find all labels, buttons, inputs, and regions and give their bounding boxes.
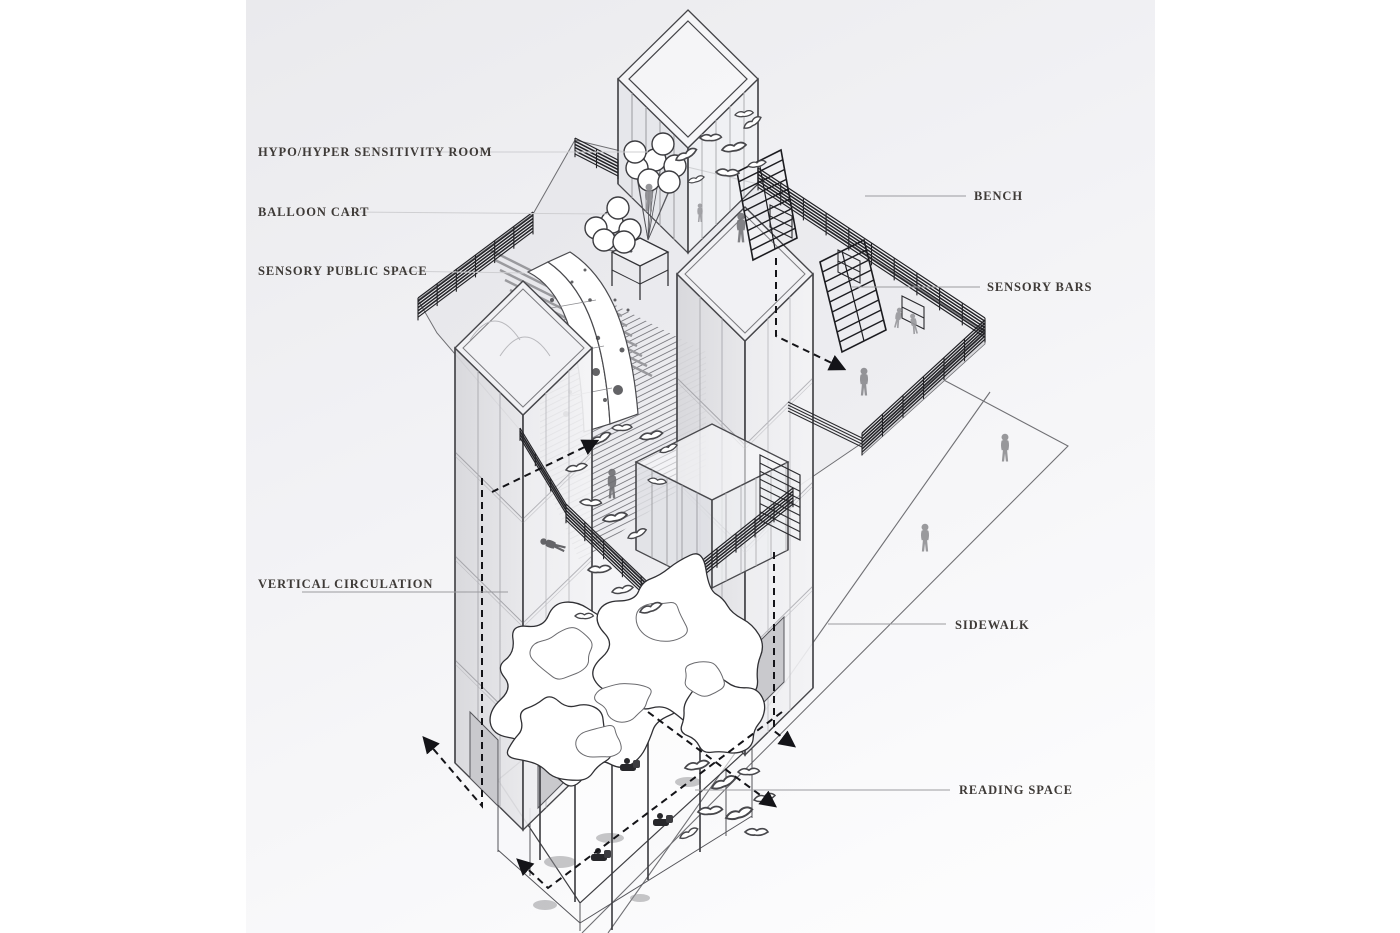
railings [417,137,986,614]
sensory-bars-structures [736,148,925,354]
label-balloon-cart: BALLOON CART [258,205,370,219]
circulation-arrows [422,258,847,890]
label-reading-space: READING SPACE [959,783,1073,797]
label-sensory-bars: SENSORY BARS [987,280,1093,294]
people-figures [539,183,1010,861]
label-hypo-hyper-sensitivity-room: HYPO/HYPER SENSITIVITY ROOM [258,145,493,159]
label-sensory-public-space: SENSORY PUBLIC SPACE [258,264,428,278]
label-sidewalk: SIDEWALK [955,618,1030,632]
trees [489,553,766,930]
label-bench: BENCH [974,189,1023,203]
leader-lines [302,151,980,791]
label-vertical-circulation: VERTICAL CIRCULATION [258,577,434,591]
